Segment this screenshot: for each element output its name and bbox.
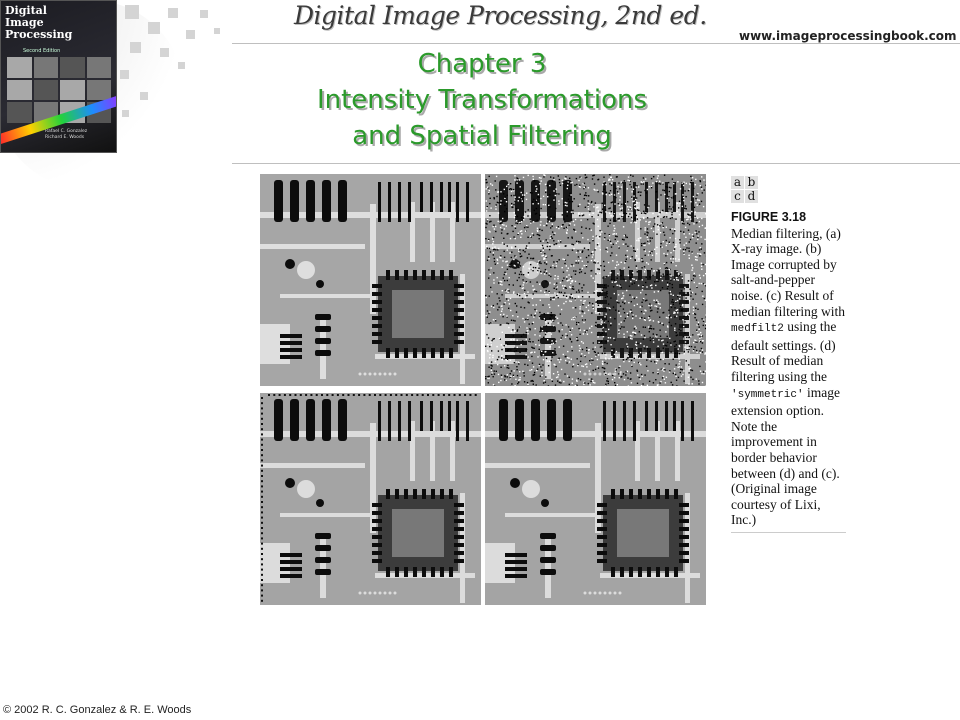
cover-image-grid [7,57,111,123]
caption-text-2: using the default settings. (d) Result o… [731,319,837,384]
figure-panel-a-xray [260,174,481,386]
chapter-title-line-2: and Spatial Filtering [352,121,612,151]
book-cover: Digital Image Processing Second Edition … [0,0,117,153]
median-filtered-image [260,393,481,605]
figure-panel-b-noisy [485,174,706,386]
symmetric-filtered-image [485,393,706,605]
cover-title: Digital Image Processing [5,4,73,41]
noisy-circuit-image [485,174,706,386]
chapter-title-line-1: Intensity Transformations [316,85,648,115]
xray-circuit-image [260,174,481,386]
caption-code-medfilt2: medfilt2 [731,323,784,336]
chapter-divider [232,163,960,164]
panel-key-d: d [745,190,758,203]
chapter-number: Chapter 3 [417,49,547,79]
figure-panel-d-symmetric [485,393,706,605]
book-title: Digital Image Processing, 2nd ed. [294,1,707,30]
figure-label: FIGURE 3.18 [731,210,807,224]
panel-key-a: a [731,176,744,189]
website-link[interactable]: www.imageprocessingbook.com [739,29,957,43]
panel-key: a b c d [731,176,758,203]
cover-edition: Second Edition [23,48,61,54]
caption-code-symmetric: 'symmetric' [731,388,804,401]
header-decoration: Digital Image Processing Second Edition … [0,0,240,210]
panel-key-b: b [745,176,758,189]
figure-panel-c-median [260,393,481,605]
header-divider [232,43,960,44]
cover-authors: Rafael C. Gonzalez Richard E. Woods [45,129,88,140]
caption-text-1: Median filtering, (a) X-ray image. (b) I… [731,225,845,319]
copyright-notice: © 2002 R. C. Gonzalez & R. E. Woods [3,704,192,716]
chapter-heading: Chapter 3 Intensity Transformations and … [232,46,732,154]
caption-text-3: image extension option. Note the improve… [731,384,840,528]
panel-key-c: c [731,190,744,203]
figure-caption: FIGURE 3.18 Median filtering, (a) X-ray … [731,210,846,533]
